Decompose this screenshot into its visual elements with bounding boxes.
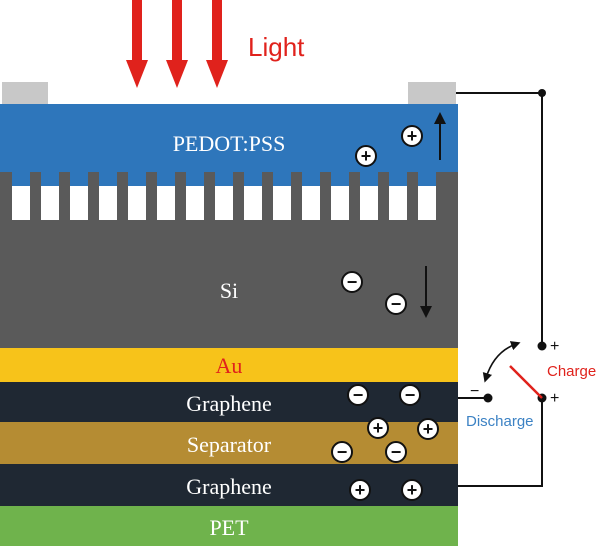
charge-label: Charge xyxy=(547,363,596,380)
pedot-infill xyxy=(273,172,291,186)
pedot-infill xyxy=(186,172,204,186)
nanowire-gap xyxy=(215,186,233,220)
charge-plus-sign: + xyxy=(550,338,559,355)
svg-text:−: − xyxy=(353,385,364,405)
pedot-infill xyxy=(360,172,378,186)
electrode-right xyxy=(408,82,456,106)
layer-pedot-pss xyxy=(0,104,458,172)
svg-text:+: + xyxy=(423,419,434,439)
pedot-infill xyxy=(418,172,436,186)
pedot-infill xyxy=(331,172,349,186)
nanowire-gap xyxy=(331,186,349,220)
circuit-node-top xyxy=(538,89,546,97)
nanowire-gap xyxy=(360,186,378,220)
electrode-left xyxy=(2,82,48,106)
nanowire-gap xyxy=(186,186,204,220)
pedot-infill xyxy=(244,172,262,186)
svg-text:−: − xyxy=(347,272,358,292)
electron-carrier: − xyxy=(399,384,421,406)
electron-carrier: − xyxy=(385,293,407,315)
electron-carrier: − xyxy=(347,384,369,406)
layer-au xyxy=(0,348,458,382)
layer-label-graphene-bottom: Graphene xyxy=(186,474,272,499)
layer-label-graphene-top: Graphene xyxy=(186,391,272,416)
anion-carrier: − xyxy=(385,441,407,463)
pedot-infill xyxy=(389,172,407,186)
pedot-infill xyxy=(157,172,175,186)
nanowire-gap xyxy=(302,186,320,220)
svg-text:−: − xyxy=(391,442,402,462)
pedot-infill xyxy=(41,172,59,186)
nanowire-gap xyxy=(12,186,30,220)
discharge-minus-sign: − xyxy=(470,383,479,400)
electron-carrier: − xyxy=(341,271,363,293)
discharge-plus-sign: + xyxy=(550,390,559,407)
svg-text:+: + xyxy=(407,126,418,146)
charge-terminal xyxy=(537,341,547,351)
pedot-infill xyxy=(302,172,320,186)
light-arrow-3 xyxy=(206,0,228,88)
anion-carrier: − xyxy=(331,441,353,463)
hole-carrier: + xyxy=(401,125,423,147)
svg-text:−: − xyxy=(337,442,348,462)
pedot-infill xyxy=(215,172,233,186)
charge-carriers: + + − − − − + + − − + + xyxy=(331,125,439,501)
pedot-infill xyxy=(70,172,88,186)
switch-toggle-arrow xyxy=(482,341,521,383)
hole-carrier: + xyxy=(349,479,371,501)
svg-text:+: + xyxy=(407,480,418,500)
hole-carrier: + xyxy=(401,479,423,501)
si-nanowire-array xyxy=(12,172,436,220)
nanowire-gap xyxy=(418,186,436,220)
nanowire-gap xyxy=(157,186,175,220)
layer-label-pedot-pss: PEDOT:PSS xyxy=(173,131,286,156)
nanowire-gap xyxy=(244,186,262,220)
layer-label-pet: PET xyxy=(209,515,249,540)
nanowire-gap xyxy=(389,186,407,220)
nanowire-gap xyxy=(99,186,117,220)
pedot-infill xyxy=(128,172,146,186)
discharge-terminal-minus xyxy=(483,393,493,403)
svg-text:−: − xyxy=(391,294,402,314)
cation-carrier: + xyxy=(367,417,389,439)
light-arrow-1 xyxy=(126,0,148,88)
layer-label-separator: Separator xyxy=(187,432,272,457)
nanowire-gap xyxy=(41,186,59,220)
layer-graphene-top xyxy=(0,382,458,422)
light-label: Light xyxy=(248,32,305,62)
nanowire-gap xyxy=(273,186,291,220)
cation-carrier: + xyxy=(417,418,439,440)
nanowire-gap xyxy=(70,186,88,220)
light-arrow-2 xyxy=(166,0,188,88)
nanowire-gap xyxy=(128,186,146,220)
layer-pet xyxy=(0,506,458,546)
svg-text:+: + xyxy=(373,418,384,438)
light-arrows xyxy=(126,0,228,88)
svg-text:+: + xyxy=(355,480,366,500)
layer-graphene-bottom xyxy=(0,464,458,506)
pedot-infill xyxy=(99,172,117,186)
pedot-infill xyxy=(12,172,30,186)
svg-text:+: + xyxy=(361,146,372,166)
discharge-label: Discharge xyxy=(466,413,534,430)
layer-label-si: Si xyxy=(220,278,238,303)
hole-carrier: + xyxy=(355,145,377,167)
circuit-switch xyxy=(509,365,543,399)
layer-label-au: Au xyxy=(216,353,243,378)
svg-text:−: − xyxy=(405,385,416,405)
